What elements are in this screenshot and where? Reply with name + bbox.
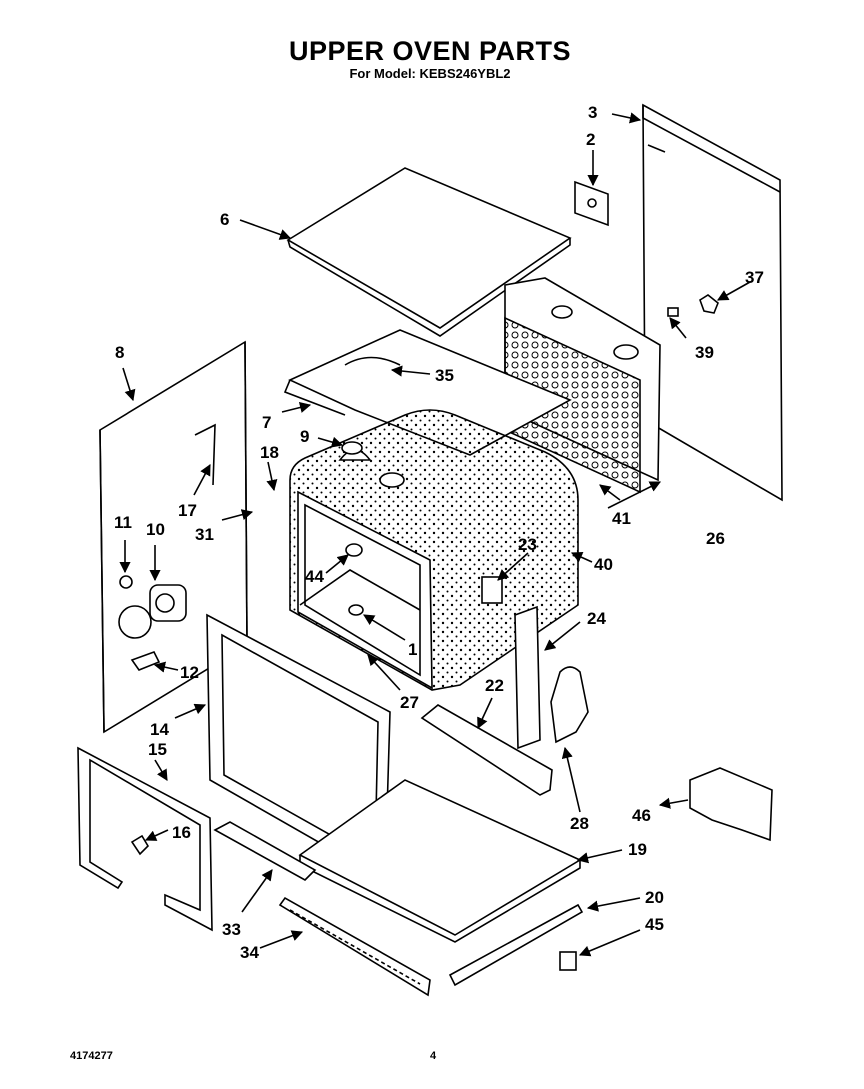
part-bracket [574, 180, 609, 227]
part-top-support [283, 329, 572, 456]
part-small-bracket [559, 951, 577, 971]
callout-18: 18 [260, 443, 279, 462]
callout-34: 34 [240, 943, 259, 962]
part-oven-cavity [289, 409, 579, 691]
callout-24: 24 [587, 609, 606, 628]
callout-17: 17 [178, 501, 197, 520]
callout-10: 10 [146, 520, 165, 539]
callout-11: 11 [114, 513, 132, 532]
part-screw [667, 307, 679, 317]
callout-12: 12 [180, 663, 199, 682]
callout-39: 39 [695, 343, 714, 362]
callout-16: 16 [172, 823, 191, 842]
callout-14: 14 [150, 720, 169, 739]
callout-1: 1 [408, 640, 417, 659]
callout-20: 20 [645, 888, 664, 907]
callout-19: 19 [628, 840, 647, 859]
callout-22: 22 [485, 676, 504, 695]
callout-2: 2 [586, 130, 595, 149]
callout-9: 9 [300, 427, 309, 446]
callout-15: 15 [148, 740, 167, 759]
part-clip [699, 294, 719, 314]
part-gasket-clip [130, 834, 150, 856]
part-vent-cover [689, 767, 773, 842]
callout-28: 28 [570, 814, 589, 833]
callout-35: 35 [435, 366, 454, 385]
callout-33: 33 [222, 920, 241, 939]
part-door-gasket [77, 746, 213, 932]
callout-3: 3 [588, 103, 597, 122]
callout-26: 26 [706, 529, 725, 548]
callout-44: 44 [305, 567, 324, 586]
callout-37: 37 [745, 268, 764, 287]
callout-45: 45 [645, 915, 664, 934]
callout-8: 8 [115, 343, 124, 362]
document-number: 4174277 [70, 1050, 113, 1062]
callout-41: 41 [612, 509, 631, 528]
page-title: UPPER OVEN PARTS [288, 36, 572, 66]
part-lower-trim [213, 821, 317, 881]
part-door-hinge [550, 666, 589, 744]
callout-7: 7 [262, 413, 271, 432]
part-top-panel [286, 167, 572, 337]
part-front-strip [448, 903, 584, 987]
model-subtitle: For Model: KEBS246YBL2 [349, 66, 511, 81]
part-vent-strip [278, 896, 431, 997]
part-hinge-bracket [514, 605, 541, 750]
page-number: 4 [430, 1050, 437, 1062]
part-support-rail [420, 704, 553, 796]
callout-46: 46 [632, 806, 651, 825]
callout-31: 31 [195, 525, 214, 544]
callout-40: 40 [594, 555, 613, 574]
callout-23: 23 [518, 535, 537, 554]
callout-6: 6 [220, 210, 229, 229]
callout-27: 27 [400, 693, 419, 712]
